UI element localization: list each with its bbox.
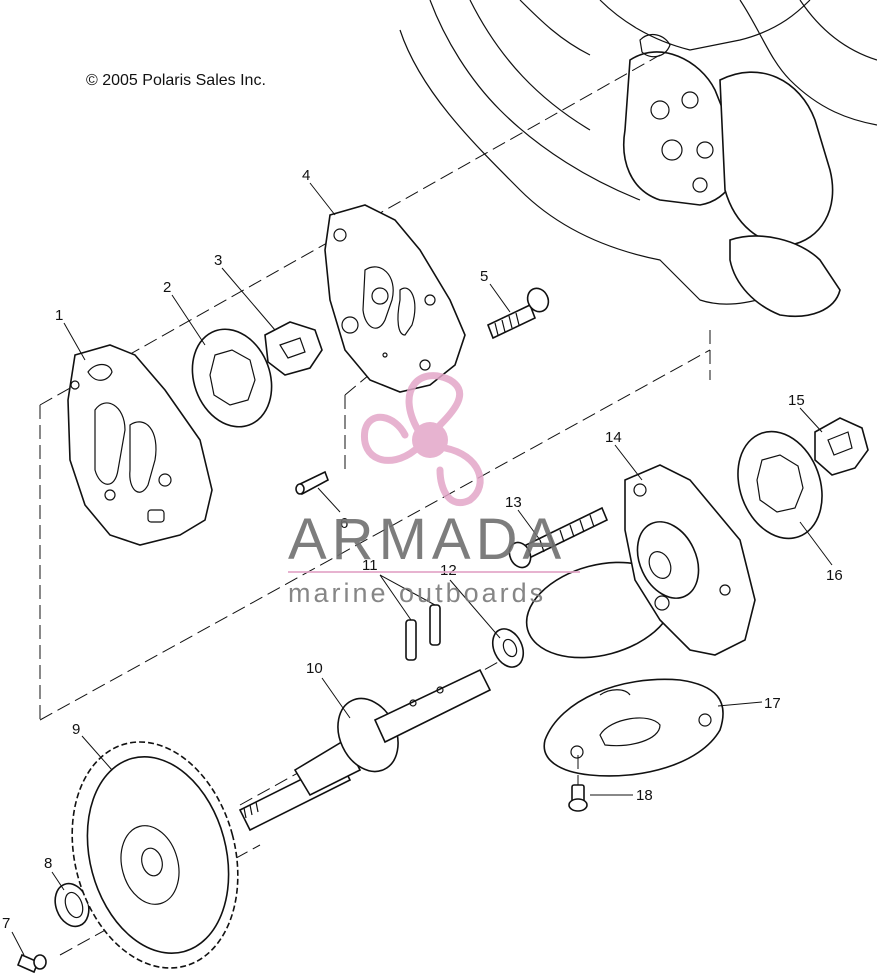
armada-propeller-logo — [288, 372, 580, 573]
callout-15: 15 — [788, 392, 805, 409]
callout-1: 1 — [55, 307, 63, 324]
callout-11: 11 — [362, 557, 378, 574]
bolt-part-13 — [508, 506, 609, 569]
callout-13: 13 — [505, 494, 522, 511]
callout-5: 5 — [480, 268, 488, 285]
callout-9: 9 — [72, 721, 80, 738]
watermark-brand: ARMADA — [288, 507, 567, 572]
pump-plate-part-4 — [324, 204, 466, 393]
callout-3: 3 — [214, 252, 222, 269]
callout-8: 8 — [44, 855, 52, 872]
callout-7: 7 — [2, 915, 10, 932]
crankcase-outline — [399, 0, 877, 317]
callout-12: 12 — [440, 562, 457, 579]
callout-14: 14 — [605, 429, 622, 446]
outer-rotor-part-2 — [191, 328, 273, 428]
callout-4: 4 — [302, 167, 310, 184]
callout-16: 16 — [826, 567, 843, 584]
pins-part-11 — [379, 574, 441, 661]
outer-rotor-part-16 — [737, 430, 823, 540]
pump-body-part-14 — [525, 464, 756, 659]
callout-17: 17 — [764, 695, 781, 712]
inner-rotor-part-3 — [264, 321, 323, 376]
copyright-notice: © 2005 Polaris Sales Inc. — [86, 72, 266, 89]
callout-2: 2 — [163, 279, 171, 296]
callout-labels: 1 2 3 4 5 6 7 8 9 10 11 12 13 14 15 16 1… — [2, 167, 843, 932]
inner-rotor-part-15 — [814, 417, 869, 476]
bolt-part-5 — [486, 287, 550, 340]
screw-part-18 — [568, 755, 588, 812]
pump-housing-part-1 — [67, 344, 213, 546]
leader-lines — [11, 182, 833, 956]
washer-part-12 — [491, 628, 525, 668]
screw-part-7 — [16, 953, 47, 974]
gear-part-9 — [71, 741, 239, 969]
shaft-part-10 — [238, 668, 492, 832]
callout-6: 6 — [340, 515, 348, 532]
callout-10: 10 — [306, 660, 323, 677]
pin-part-6 — [295, 470, 329, 496]
callout-18: 18 — [636, 787, 653, 804]
cover-plate-part-17 — [543, 678, 724, 777]
watermark-tagline: marine outboards — [288, 578, 547, 608]
